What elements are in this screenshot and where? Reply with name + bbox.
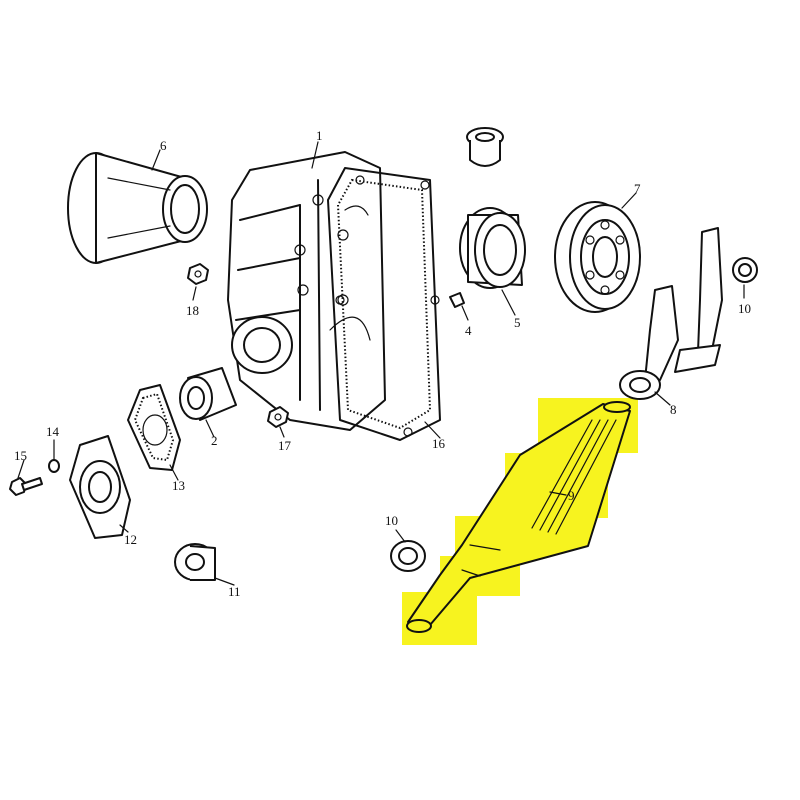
label-5: 5 xyxy=(514,315,521,330)
part-10-washer-upper xyxy=(732,257,758,283)
part-5-flanged-bush xyxy=(459,207,526,289)
part-2-bush xyxy=(179,367,237,421)
label-15: 15 xyxy=(14,448,27,463)
part-14-lock-washer xyxy=(48,459,60,473)
part-11-seal xyxy=(174,543,216,581)
part-6-sleeve xyxy=(67,152,208,264)
label-18: 18 xyxy=(186,303,199,318)
label-10-upper: 10 xyxy=(738,301,751,316)
label-12: 12 xyxy=(124,532,137,547)
label-8: 8 xyxy=(670,402,677,417)
part-17-nut xyxy=(267,406,289,428)
leader-lines xyxy=(17,141,745,586)
part-number-labels: 1 2 4 5 6 7 8 9 10 10 11 12 13 14 15 16 … xyxy=(14,128,751,599)
label-11: 11 xyxy=(228,584,241,599)
part-1-housing xyxy=(227,151,386,431)
label-2: 2 xyxy=(211,433,218,448)
label-4: 4 xyxy=(465,323,472,338)
label-13: 13 xyxy=(172,478,185,493)
label-1: 1 xyxy=(316,128,323,143)
part-4-plug xyxy=(449,292,465,308)
part-7-ball-bearing xyxy=(554,201,641,313)
part-18-nut xyxy=(187,263,209,285)
label-6: 6 xyxy=(160,138,167,153)
part-12-flange xyxy=(69,435,131,539)
part-15-bolt xyxy=(9,477,43,496)
label-16: 16 xyxy=(432,436,446,451)
label-14: 14 xyxy=(46,424,60,439)
part-16-gasket xyxy=(327,167,441,441)
top-bush xyxy=(466,127,504,167)
label-7: 7 xyxy=(634,181,641,196)
part-13-gasket xyxy=(127,384,181,471)
label-10-lower: 10 xyxy=(385,513,398,528)
part-9-splined-shaft xyxy=(406,401,631,633)
label-9: 9 xyxy=(568,488,575,503)
part-10-washer-lower xyxy=(390,540,426,572)
label-17: 17 xyxy=(278,438,292,453)
part-8-selector-forks xyxy=(619,227,723,400)
